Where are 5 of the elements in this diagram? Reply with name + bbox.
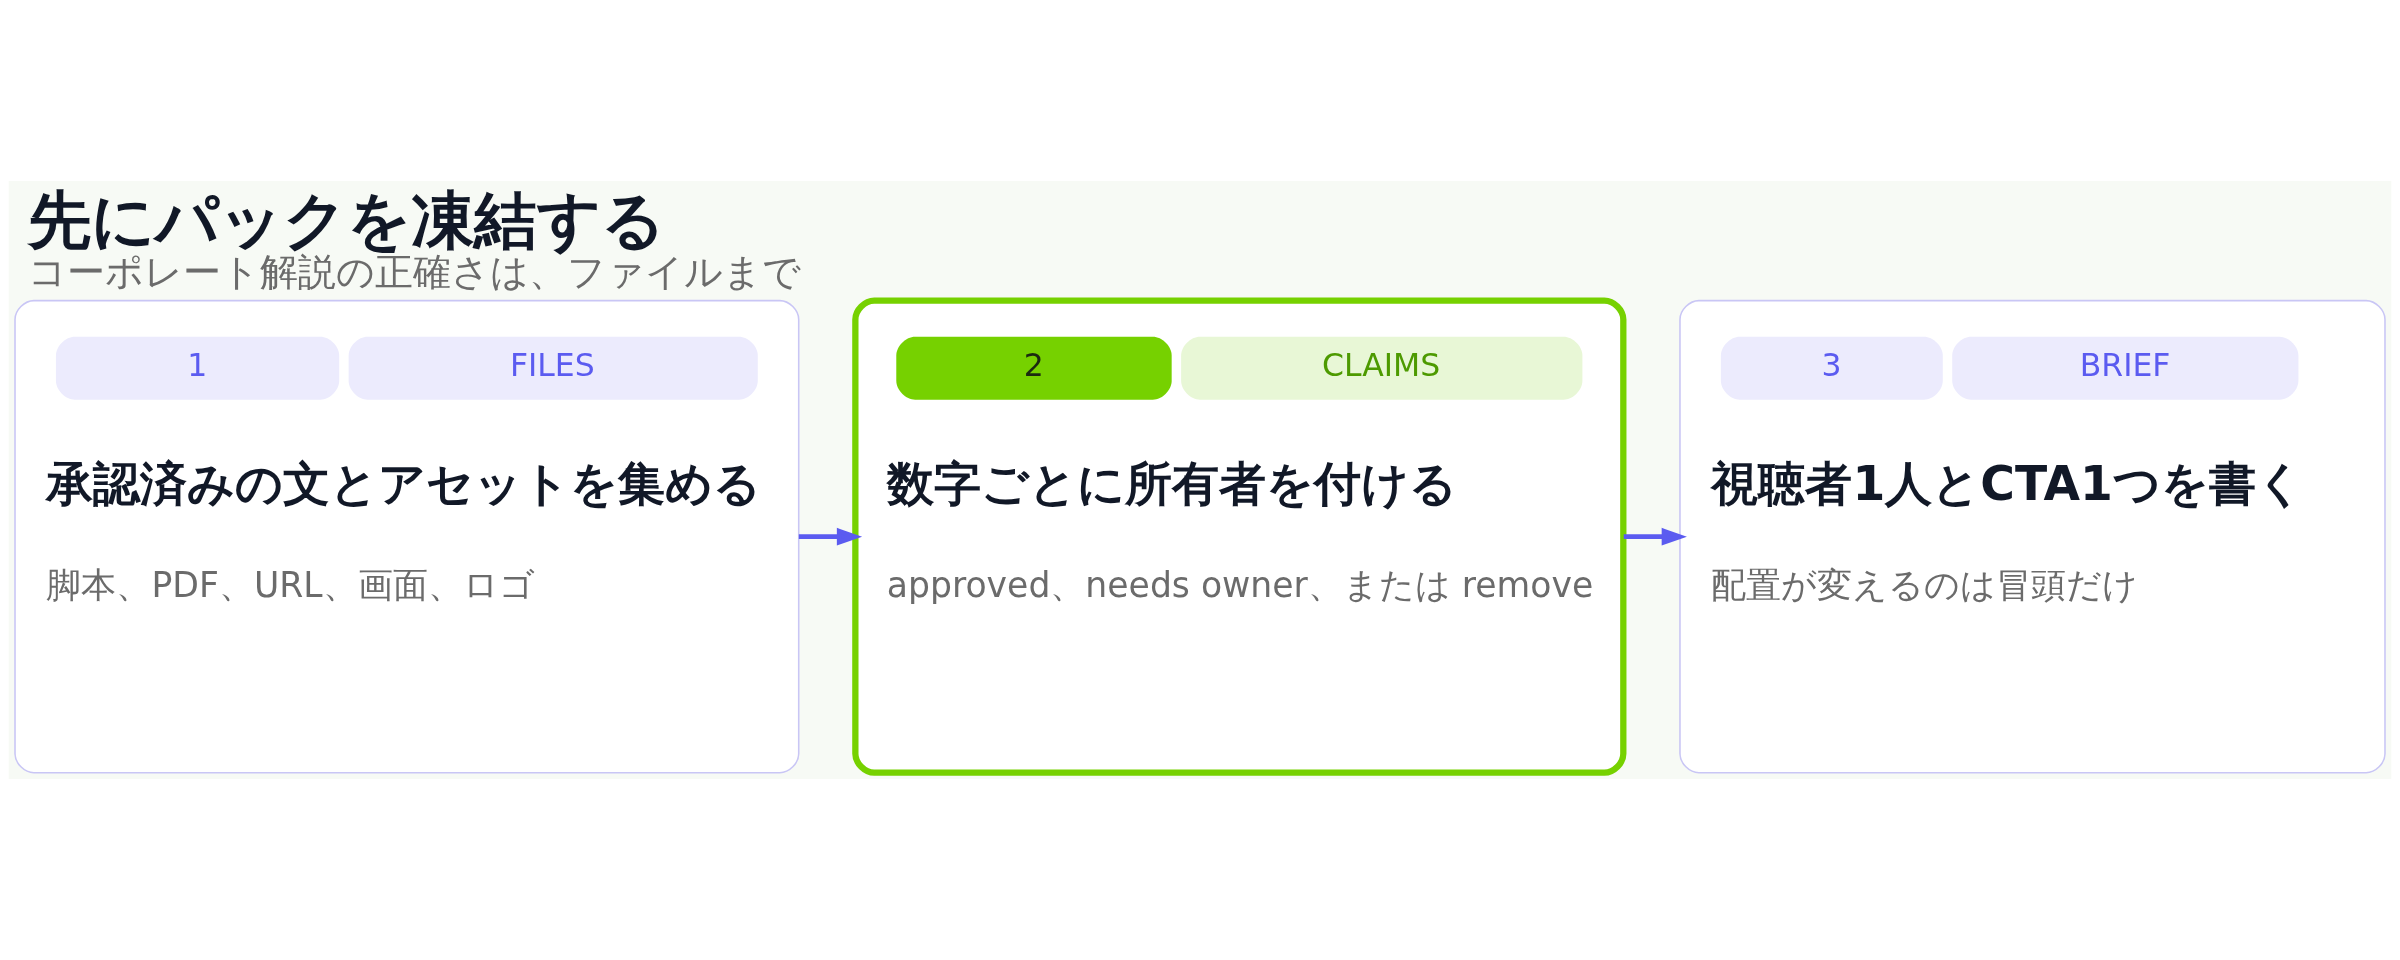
node-box: 1 FILES 承認済みの文とアセットを集める 脚本、PDF、URL、画面、ロゴ	[14, 299, 800, 774]
arrow	[798, 527, 863, 546]
node-box: 2 CLAIMS 数字ごとに所有者を付ける approved、needs owner、または remove	[852, 297, 1627, 776]
node-box: 3 BRIEF 視聴者1人とCTA1つを書く 配置が変えるのは冒頭だけ	[1679, 299, 2386, 774]
arrow	[1623, 527, 1687, 546]
